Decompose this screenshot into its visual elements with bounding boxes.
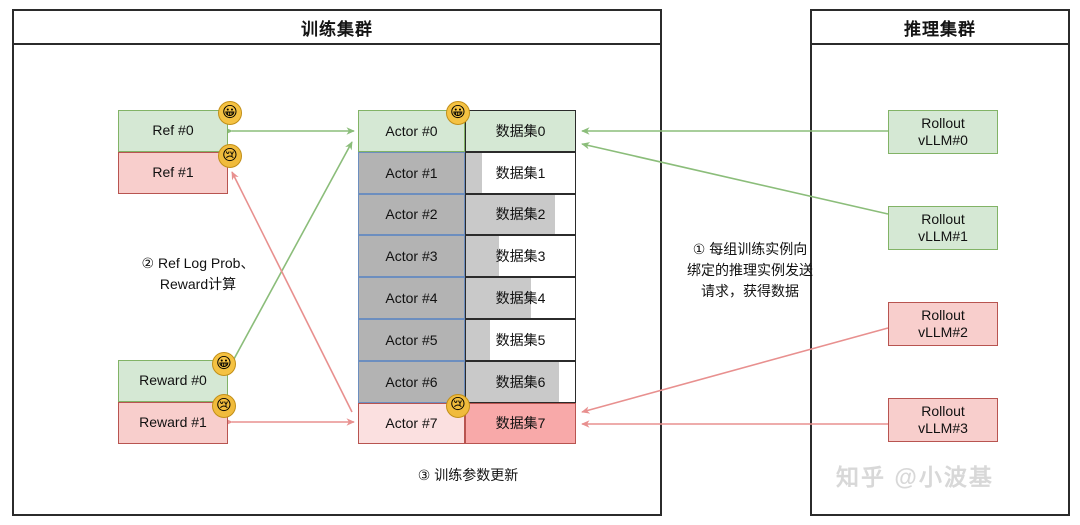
actor-cell-2-label: Actor #2 (385, 206, 438, 223)
rollout-node-1-line2: vLLM#1 (918, 228, 968, 244)
dataset-cell-5[interactable]: 数据集5 (465, 319, 576, 361)
actor-cell-4-label: Actor #4 (385, 290, 438, 307)
actor-cell-6-label: Actor #6 (385, 373, 438, 390)
rollout-node-3-line2: vLLM#3 (918, 420, 968, 436)
actor-cell-2[interactable]: Actor #2 (358, 193, 465, 236)
table-row[interactable]: Actor #3 数据集3 (358, 235, 576, 278)
sad-face-icon-ref1: 😢 (218, 144, 242, 168)
table-row[interactable]: Actor #2 数据集2 (358, 193, 576, 236)
sad-face-icon-actor7: 😢 (446, 393, 470, 418)
actor-cell-3[interactable]: Actor #3 (358, 235, 465, 278)
rollout-node-2-line1: Rollout (921, 306, 965, 323)
dataset-cell-7[interactable]: 数据集7 (465, 402, 576, 445)
actor-cell-1-label: Actor #1 (385, 164, 438, 181)
reward-node-0[interactable]: Reward #0 (118, 360, 228, 402)
table-row[interactable]: Actor #4 数据集4 (358, 277, 576, 319)
dataset-cell-3-label: 数据集3 (495, 248, 546, 265)
actor-cell-7-label: Actor #7 (385, 415, 438, 432)
dataset-cell-4-label: 数据集4 (495, 290, 546, 307)
dataset-cell-2-label: 数据集2 (495, 206, 546, 223)
annotation-step-1: ① 每组训练实例向绑定的推理实例发送请求，获得数据 (687, 241, 813, 299)
dataset-cell-6-label: 数据集6 (495, 373, 546, 390)
dataset-progress-fill-6 (466, 361, 559, 402)
rollout-node-1[interactable]: Rollout vLLM#1 (888, 206, 998, 250)
zhihu-watermark: 知乎 @小波基 (836, 464, 994, 490)
happy-face-icon-ref0: 😀 (218, 101, 242, 125)
rollout-node-0-line1: Rollout (921, 114, 965, 131)
actor-cell-5-label: Actor #5 (385, 331, 438, 348)
rollout-node-3-line1: Rollout (921, 402, 965, 419)
ref-node-1-label: Ref #1 (152, 164, 194, 181)
dataset-progress-fill-4 (466, 278, 532, 318)
annotation-step-2: ② Ref Log Prob、Reward计算 (141, 255, 255, 292)
dataset-cell-3[interactable]: 数据集3 (465, 235, 576, 278)
dataset-cell-1-label: 数据集1 (495, 164, 546, 181)
inference-cluster-header: 推理集群 (812, 11, 1068, 45)
ref-node-1[interactable]: Ref #1 (118, 152, 228, 194)
dataset-cell-0[interactable]: 数据集0 (465, 110, 576, 152)
training-cluster-header: 训练集群 (14, 11, 660, 45)
ref-node-0[interactable]: Ref #0 (118, 110, 228, 152)
inference-cluster-panel: 推理集群 (810, 9, 1070, 516)
dataset-progress-fill-1 (466, 152, 483, 193)
rollout-node-2-line2: vLLM#2 (918, 324, 968, 340)
rollout-node-0[interactable]: Rollout vLLM#0 (888, 110, 998, 154)
dataset-progress-fill-2 (466, 194, 556, 235)
dataset-cell-7-label: 数据集7 (495, 415, 546, 432)
happy-face-icon-reward0: 😀 (212, 352, 236, 376)
rollout-node-1-line1: Rollout (921, 210, 965, 227)
dataset-progress-fill-3 (466, 236, 499, 277)
actor-cell-1[interactable]: Actor #1 (358, 151, 465, 194)
dataset-progress-fill-5 (466, 320, 490, 360)
inference-cluster-title: 推理集群 (904, 19, 976, 39)
dataset-cell-0-label: 数据集0 (495, 122, 546, 139)
actor-cell-6[interactable]: Actor #6 (358, 360, 465, 403)
dataset-cell-2[interactable]: 数据集2 (465, 193, 576, 236)
actor-cell-4[interactable]: Actor #4 (358, 277, 465, 319)
dataset-cell-1[interactable]: 数据集1 (465, 151, 576, 194)
table-row[interactable]: Actor #5 数据集5 (358, 319, 576, 361)
reward-node-0-label: Reward #0 (139, 372, 207, 389)
actor-cell-3-label: Actor #3 (385, 248, 438, 265)
sad-face-icon-reward1: 😢 (212, 394, 236, 418)
ref-node-0-label: Ref #0 (152, 122, 194, 139)
rollout-node-3[interactable]: Rollout vLLM#3 (888, 398, 998, 442)
reward-node-1-label: Reward #1 (139, 414, 207, 431)
actor-cell-0-label: Actor #0 (385, 122, 438, 139)
dataset-cell-6[interactable]: 数据集6 (465, 360, 576, 403)
happy-face-icon-actor0: 😀 (446, 101, 470, 125)
actor-cell-5[interactable]: Actor #5 (358, 319, 465, 361)
reward-node-1[interactable]: Reward #1 (118, 402, 228, 444)
rollout-node-2[interactable]: Rollout vLLM#2 (888, 302, 998, 346)
annotation-step-3: ③ 训练参数更新 (417, 467, 519, 483)
rollout-node-0-line2: vLLM#0 (918, 132, 968, 148)
table-row[interactable]: Actor #6 数据集6 (358, 360, 576, 403)
training-cluster-title: 训练集群 (301, 19, 373, 39)
table-row[interactable]: Actor #1 数据集1 (358, 151, 576, 194)
dataset-cell-4[interactable]: 数据集4 (465, 277, 576, 319)
dataset-cell-5-label: 数据集5 (495, 331, 546, 348)
